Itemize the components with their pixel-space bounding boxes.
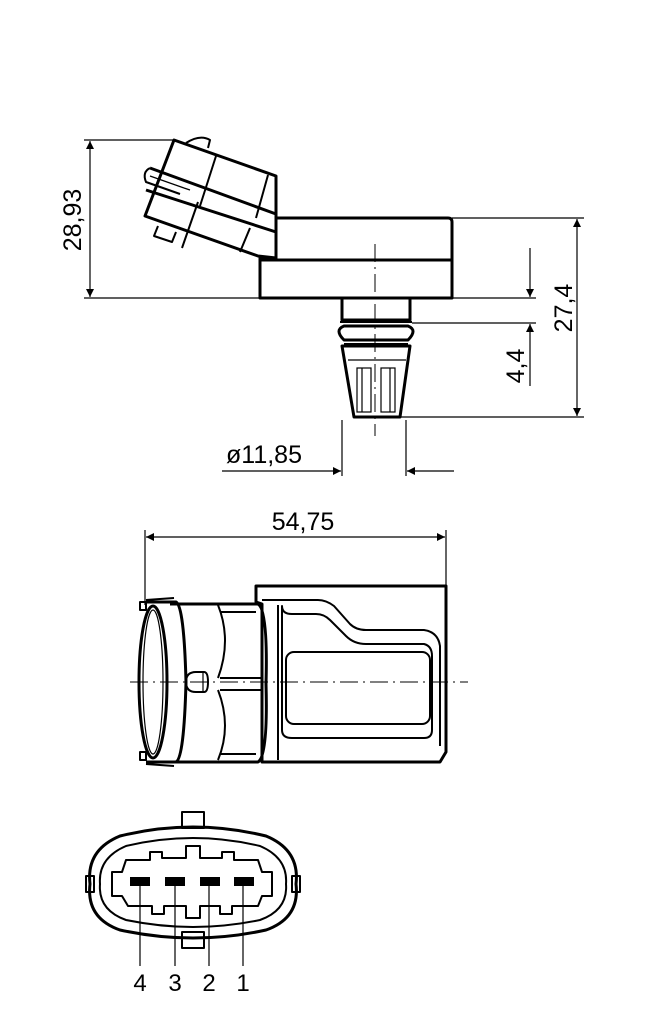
side-body: [254, 584, 448, 764]
pins: [130, 877, 254, 966]
angled-connector: [143, 136, 278, 260]
pin-label-1: 1: [236, 970, 249, 997]
pressure-nozzle: [337, 298, 415, 419]
dimension-body-height: 27,4: [400, 217, 584, 418]
pin-4: [130, 877, 150, 886]
dimension-seal-offset: 4,4: [412, 248, 536, 386]
side-view: 54,75: [130, 508, 468, 767]
pin-2: [200, 877, 220, 886]
dim-label-4-4: 4,4: [502, 349, 530, 384]
sensor-body: [258, 216, 454, 300]
dimension-height-total: 28,93: [59, 139, 262, 299]
connector-shell: [88, 825, 298, 940]
dimension-overall-length: 54,75: [144, 508, 447, 605]
top-view: 28,93 27,4 4,4 ø11,85: [59, 136, 584, 476]
dimension-nozzle-diameter: ø11,85: [222, 420, 454, 476]
plug-housing: [170, 602, 268, 764]
dim-label-28-93: 28,93: [59, 189, 87, 252]
pin-cavity: [111, 845, 273, 919]
dim-label-11-85: ø11,85: [226, 441, 302, 469]
pin-label-2: 2: [202, 970, 215, 997]
pin-1: [234, 877, 254, 886]
dim-label-27-4: 27,4: [550, 284, 578, 333]
connector-face-view: 4 3 2 1: [85, 811, 301, 997]
release-button-icon: [185, 671, 209, 693]
dim-label-54-75: 54,75: [272, 508, 335, 536]
pin-3: [165, 877, 185, 886]
pin-label-3: 3: [168, 970, 181, 997]
pin-label-4: 4: [133, 970, 146, 997]
